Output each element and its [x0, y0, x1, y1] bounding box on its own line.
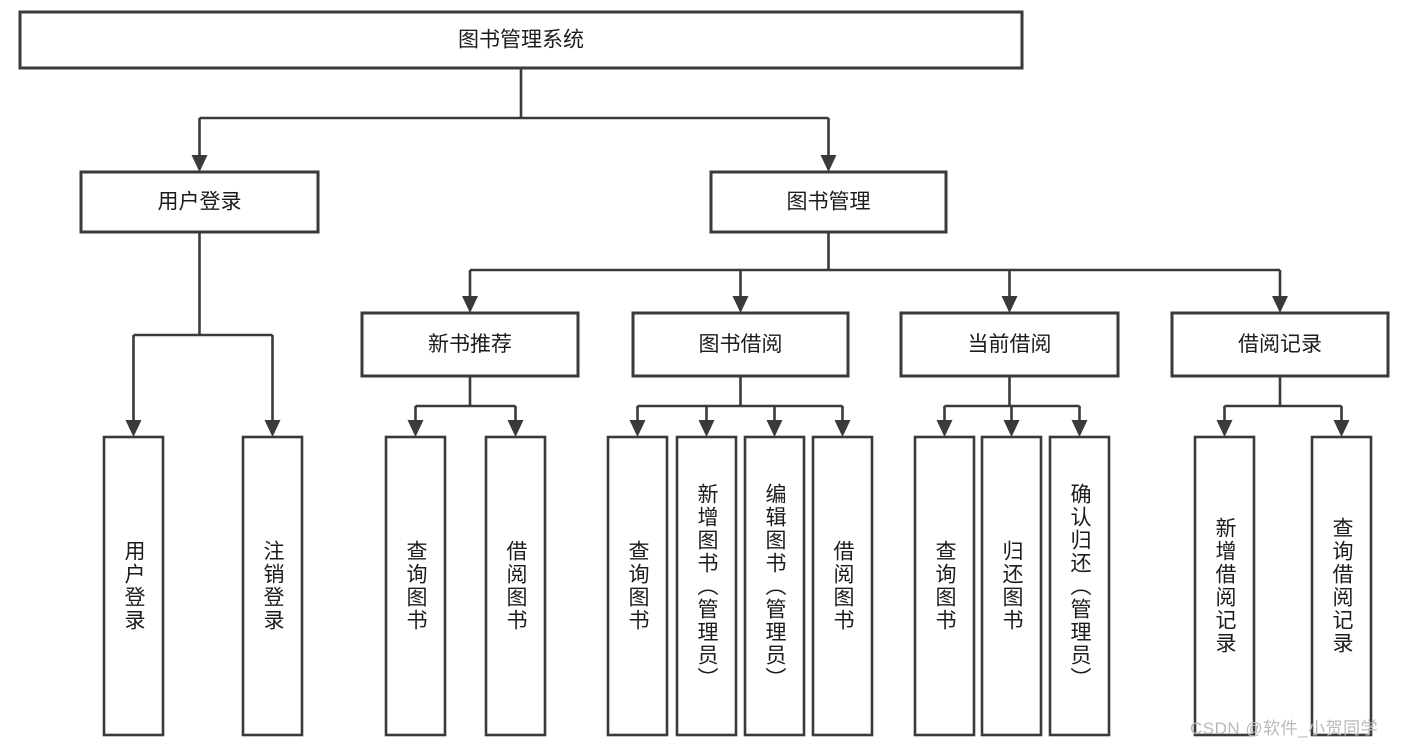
node-box-borrow-record[interactable]: [1170, 311, 1390, 378]
node-label-borrow-record: 借阅记录: [1238, 333, 1322, 356]
node-box-leaf-add-book-admin[interactable]: [675, 435, 738, 737]
node-box-book-management[interactable]: [709, 170, 948, 234]
arrow-head-leaf-edit-book-admin: [766, 420, 783, 437]
node-box-root[interactable]: [18, 10, 1024, 70]
node-label-new-book-recommend: 新书推荐: [428, 333, 512, 356]
arrow-head-leaf-return-book: [1003, 420, 1020, 437]
node-label-current-borrow: 当前借阅: [968, 333, 1052, 356]
arrow-head-leaf-confirm-return-admin: [1071, 420, 1088, 437]
node-box-current-borrow[interactable]: [899, 311, 1120, 378]
arrow-head-leaf-user-login: [125, 420, 142, 437]
arrow-head-user-login: [191, 155, 208, 172]
node-box-leaf-borrow-book-rec[interactable]: [484, 435, 547, 737]
arrow-head-leaf-query-borrow-record: [1333, 420, 1350, 437]
arrow-head-leaf-logout-login: [264, 420, 281, 437]
arrow-head-current-borrow: [1001, 296, 1018, 313]
node-box-layer: [18, 10, 1390, 737]
node-box-leaf-return-book[interactable]: [980, 435, 1043, 737]
arrow-head-leaf-borrow-book-rec: [507, 420, 524, 437]
node-box-leaf-user-login[interactable]: [102, 435, 165, 737]
node-label-user-login: 用户登录: [158, 191, 242, 214]
node-box-leaf-add-borrow-record[interactable]: [1193, 435, 1256, 737]
arrow-head-leaf-query-book-current: [936, 420, 953, 437]
arrow-head-leaf-add-borrow-record: [1216, 420, 1233, 437]
arrow-head-book-management: [820, 155, 837, 172]
node-box-leaf-borrow-book[interactable]: [811, 435, 874, 737]
node-box-book-borrow[interactable]: [631, 311, 850, 378]
arrow-head-book-borrow: [732, 296, 749, 313]
arrow-head-leaf-add-book-admin: [698, 420, 715, 437]
node-box-leaf-logout-login[interactable]: [241, 435, 304, 737]
arrow-head-borrow-record: [1272, 296, 1288, 313]
node-box-leaf-query-borrow-record[interactable]: [1310, 435, 1373, 737]
node-box-leaf-edit-book-admin[interactable]: [743, 435, 806, 737]
arrow-head-leaf-query-book-borrow: [629, 420, 646, 437]
node-box-leaf-confirm-return-admin[interactable]: [1048, 435, 1111, 737]
node-box-leaf-query-book-current[interactable]: [913, 435, 976, 737]
watermark: CSDN @软件_小贺同学: [1190, 719, 1379, 738]
node-box-leaf-query-book-borrow[interactable]: [606, 435, 669, 737]
arrow-head-leaf-borrow-book: [834, 420, 851, 437]
node-box-leaf-query-book-rec[interactable]: [384, 435, 447, 737]
node-label-book-management: 图书管理: [787, 191, 871, 214]
connector-layer: [125, 68, 1350, 437]
node-box-user-login[interactable]: [79, 170, 320, 234]
node-label-root: 图书管理系统: [458, 29, 584, 52]
arrow-head-new-book-recommend: [462, 296, 478, 313]
arrow-head-leaf-query-book-rec: [407, 420, 424, 437]
node-label-book-borrow: 图书借阅: [699, 333, 783, 356]
node-box-new-book-recommend[interactable]: [360, 311, 580, 378]
